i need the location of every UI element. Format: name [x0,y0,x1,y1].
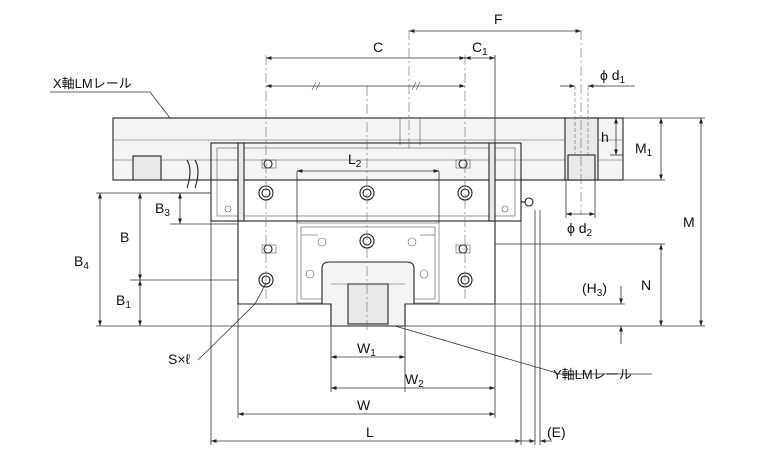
dim-L2: L2 [348,151,362,170]
dim-M1: M1 [635,140,653,159]
dim-N: N [641,277,651,293]
dim-C1: C1 [472,39,488,58]
dimension-labels: X軸LMレール Y軸LMレール F C C1 ϕ d1 h M1 M L2 B3… [53,11,695,440]
dim-B: B [120,229,129,245]
dim-h: h [601,129,609,145]
dim-E: (E) [547,424,566,440]
dim-W2: W2 [405,371,424,390]
dim-S-l: S×ℓ [168,351,191,367]
x-axis-lm-rail [112,86,624,189]
center-lines [265,30,582,330]
y-axis-rail-label: Y軸LMレール [553,367,632,382]
dim-B3: B3 [155,200,170,219]
dim-C: C [373,39,383,55]
extension-lines [96,55,705,445]
dim-B1: B1 [116,292,131,311]
x-axis-rail-label: X軸LMレール [53,76,132,91]
dim-L: L [366,424,374,440]
dimension-lines [98,29,703,443]
leader-lines [50,91,652,375]
dim-M: M [683,214,695,230]
dim-d2: ϕ d2 [567,220,593,239]
dim-d1: ϕ d1 [600,67,626,86]
lower-block [237,220,496,327]
dim-W: W [357,397,371,413]
dim-H3: (H3) [582,280,607,299]
dim-F: F [494,11,503,27]
dim-B4: B4 [74,253,89,272]
dim-W1: W1 [357,340,376,359]
